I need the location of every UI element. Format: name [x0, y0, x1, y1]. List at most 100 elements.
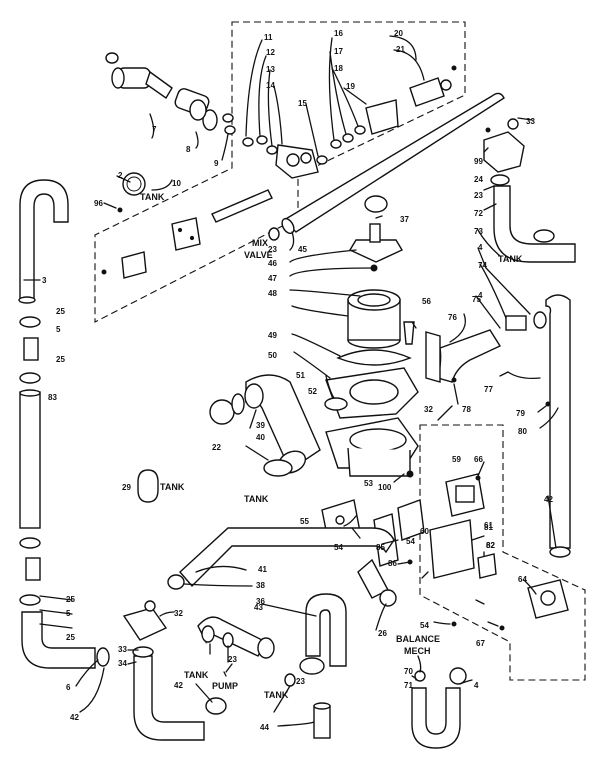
- elbow-hose-6: [21, 611, 96, 669]
- clamp-25-upper: [19, 316, 41, 328]
- hose-43: [305, 593, 347, 667]
- plate-61: [429, 519, 475, 579]
- label-42c: 42: [174, 681, 183, 690]
- housing-53: [325, 417, 419, 477]
- plate-62: [477, 553, 497, 579]
- label-7: 7: [152, 125, 157, 134]
- elbow-hose-42: [133, 655, 205, 741]
- solenoid-8: [174, 88, 218, 131]
- label-25a: 25: [56, 307, 65, 316]
- label-96: 96: [94, 199, 103, 208]
- label-61: 61: [484, 521, 493, 530]
- hose-71: [411, 687, 461, 749]
- label-24: 24: [474, 175, 483, 184]
- clamp-23-mix: [268, 227, 280, 241]
- connector-29: [137, 469, 159, 503]
- elbow-75: [437, 329, 502, 383]
- label-6: 6: [66, 683, 71, 692]
- label-41: 41: [258, 565, 267, 574]
- label-44: 44: [260, 723, 269, 732]
- bracket-19: [365, 99, 399, 135]
- knob: [364, 195, 388, 213]
- clamp-43: [299, 657, 325, 675]
- label-8: 8: [186, 145, 191, 154]
- label-51: 51: [296, 371, 305, 380]
- label-53: 53: [364, 479, 373, 488]
- hose-83: [19, 391, 41, 529]
- clamp-42-right: [549, 546, 571, 558]
- label-4a: 4: [478, 243, 483, 252]
- mount-bracket: [171, 217, 201, 251]
- valve-assembly-frame: [94, 21, 466, 323]
- screw-79: [545, 401, 551, 407]
- pipe-41: [179, 527, 395, 588]
- clamp-23-right: [490, 174, 510, 186]
- label-52: 52: [308, 387, 317, 396]
- seal-13: [266, 145, 278, 155]
- label-23a: 23: [268, 245, 277, 254]
- label-39: 39: [256, 421, 265, 430]
- label-80: 80: [518, 427, 527, 436]
- tank-label-3: TANK: [160, 482, 185, 492]
- label-19: 19: [346, 82, 355, 91]
- label-20: 20: [394, 29, 403, 38]
- fitting-24: [483, 131, 525, 173]
- label-56: 56: [422, 297, 431, 306]
- label-12: 12: [266, 48, 275, 57]
- label-66: 66: [474, 455, 483, 464]
- label-11: 11: [264, 33, 273, 42]
- label-83: 83: [48, 393, 57, 402]
- balance-label: BALANCE: [396, 634, 440, 644]
- cap-22: [209, 399, 235, 425]
- leader-lines: [23, 35, 559, 727]
- hose-3-end: [18, 296, 36, 304]
- coil-bracket: [121, 251, 147, 279]
- seal-18: [354, 125, 366, 135]
- label-100: 100: [378, 483, 392, 492]
- label-67: 67: [476, 639, 485, 648]
- part-labels: 2 3 4 4 4 5 5 6 7 8 9 10 11 12 13 14 15 …: [42, 29, 553, 732]
- pump-label: PUMP: [212, 681, 238, 691]
- label-48: 48: [268, 289, 277, 298]
- label-3: 3: [42, 276, 47, 285]
- label-40: 40: [256, 433, 265, 442]
- screw-67: [499, 625, 505, 631]
- label-21: 21: [396, 45, 405, 54]
- label-23d: 23: [296, 677, 305, 686]
- cap-2: [122, 172, 146, 196]
- label-4b: 4: [478, 291, 483, 300]
- screw-99: [485, 127, 491, 133]
- clip-33: [507, 118, 519, 130]
- bracket-76: [425, 331, 441, 383]
- tank-label-4: TANK: [244, 494, 269, 504]
- label-2: 2: [118, 171, 123, 180]
- clamp-42-left: [96, 647, 110, 667]
- label-99: 99: [474, 157, 483, 166]
- fitting-44: [313, 705, 331, 739]
- gasket-50: [336, 349, 412, 366]
- clamp-38: [167, 574, 185, 590]
- cap-top: [105, 52, 119, 64]
- tank-label-5: TANK: [184, 670, 209, 680]
- ring-22: [231, 393, 245, 415]
- clamp-4: [533, 311, 547, 329]
- label-29: 29: [122, 483, 131, 492]
- pipe-26: [357, 558, 389, 599]
- label-85: 85: [376, 543, 385, 552]
- label-33a: 33: [526, 117, 535, 126]
- tank-outlet: [533, 229, 555, 243]
- label-37: 37: [400, 215, 409, 224]
- label-71: 71: [404, 681, 413, 690]
- label-59: 59: [452, 455, 461, 464]
- screw-lower: [101, 269, 107, 275]
- label-86: 86: [388, 559, 397, 568]
- label-70: 70: [404, 667, 413, 676]
- pump-cap: [144, 600, 156, 612]
- seal-11: [242, 137, 254, 147]
- clamp-42-pump: [205, 697, 227, 715]
- screw-100: [406, 470, 414, 478]
- clamp-39: [244, 383, 264, 409]
- hose-3: [19, 179, 69, 301]
- label-10: 10: [172, 179, 181, 188]
